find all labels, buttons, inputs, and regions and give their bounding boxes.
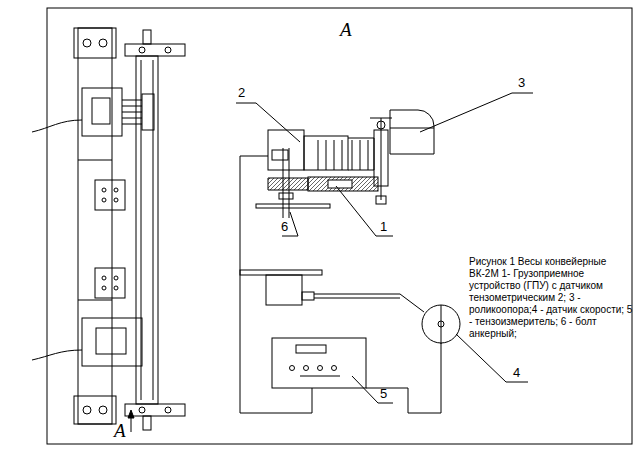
view-label: А (340, 20, 352, 39)
speed-sensor (314, 294, 400, 295)
speed-sensor (240, 270, 460, 344)
roller (125, 44, 185, 56)
roller (125, 30, 185, 430)
sheet-frame (47, 8, 632, 444)
conveyor-frame (114, 188, 118, 192)
roller (136, 56, 158, 404)
conveyor-frame (102, 188, 106, 192)
roller (139, 47, 145, 53)
signal-wire (240, 156, 441, 413)
strain-meter (332, 366, 337, 371)
speed-sensor (441, 305, 442, 344)
view-arrow (128, 410, 134, 432)
figure-caption: Рисунок 1 Весы конвейерные ВК-2М 1- Груз… (469, 256, 635, 340)
conveyor-frame (78, 300, 112, 301)
callout-number: 2 (238, 86, 245, 99)
load-cell (32, 350, 82, 360)
roller (139, 407, 145, 413)
strain-meter (272, 338, 366, 388)
weighing-unit-detail (268, 178, 308, 190)
roller (153, 60, 154, 400)
speed-sensor (422, 305, 460, 343)
callout-number: 4 (513, 366, 520, 379)
speed-sensor (314, 298, 400, 299)
speed-sensor (400, 294, 424, 312)
conveyor-frame (74, 396, 116, 424)
anchor-bolt (279, 193, 293, 199)
leader-line (236, 93, 533, 403)
roller (141, 60, 142, 400)
callout-number: 5 (380, 387, 387, 400)
strain-meter (296, 345, 326, 353)
conveyor-frame (78, 28, 112, 424)
leader-line (282, 212, 298, 236)
conveyor-frame (83, 39, 91, 47)
strain-meter (304, 366, 309, 371)
leader-line (420, 93, 533, 132)
view-arrow (128, 410, 134, 418)
weighing-unit-detail (328, 180, 352, 188)
strain-meter (290, 366, 295, 371)
load-cell (122, 100, 142, 124)
weighing-unit-detail (376, 196, 386, 204)
conveyor-frame (78, 160, 112, 161)
load-cell (32, 120, 82, 132)
leader-line (236, 103, 300, 142)
weighing-unit-detail (268, 130, 304, 170)
sheet-frame (47, 8, 632, 444)
weighing-unit-detail (268, 118, 392, 204)
weighing-unit-detail (272, 150, 288, 160)
weighing-unit-detail (318, 140, 368, 170)
strain-meter (272, 338, 366, 388)
roller-support (390, 110, 434, 154)
conveyor-frame (114, 286, 118, 290)
conveyor-frame (95, 268, 125, 298)
conveyor-frame (102, 198, 106, 202)
callout-number: 1 (380, 220, 387, 233)
callout-number: 6 (281, 220, 288, 233)
weighing-unit-detail (308, 177, 378, 191)
speed-sensor (266, 275, 302, 305)
view-label: А (114, 421, 126, 440)
load-cell (142, 94, 154, 130)
speed-sensor (302, 292, 314, 300)
anchor-bolt (256, 148, 330, 218)
conveyor-frame (74, 28, 116, 58)
leader-line (336, 186, 393, 236)
conveyor-frame (102, 286, 106, 290)
conveyor-frame (83, 406, 91, 414)
signal-wire (240, 156, 312, 413)
load-cell (92, 98, 110, 124)
load-cell (82, 318, 142, 366)
load-cell (96, 328, 126, 354)
conveyor-frame (95, 180, 125, 210)
conveyor-frame (99, 39, 107, 47)
roller (143, 416, 151, 430)
conveyor-frame (114, 198, 118, 202)
roller (143, 30, 151, 44)
roller (125, 404, 185, 416)
weighing-unit-detail (381, 118, 382, 200)
roller (165, 47, 171, 53)
load-cell (82, 88, 122, 136)
roller-support (390, 110, 434, 154)
leader-line (456, 334, 528, 382)
callout-number: 3 (518, 76, 525, 89)
conveyor-frame (114, 276, 118, 280)
speed-sensor (240, 270, 322, 275)
conveyor-frame (102, 276, 106, 280)
strain-meter (318, 366, 323, 371)
roller (165, 407, 171, 413)
anchor-bolt (256, 204, 330, 208)
leader-line (352, 376, 393, 403)
conveyor-frame (99, 406, 107, 414)
strain-meter (300, 376, 340, 377)
